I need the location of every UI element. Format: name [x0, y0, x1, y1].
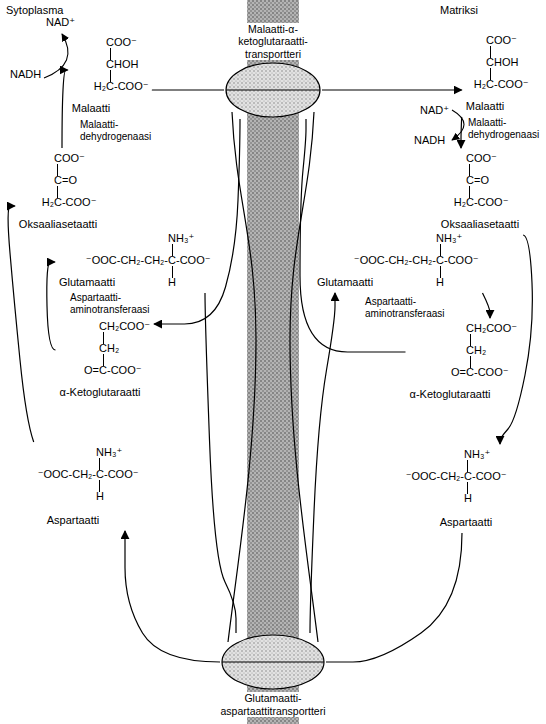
compartment-label: Matriksi [440, 4, 478, 17]
transporter-outline [290, 112, 318, 642]
formula-line: H₂C-COO⁻ [454, 196, 509, 209]
molecule-name: Oksaaliasetaatti [441, 218, 519, 231]
formula-line: CHOH [486, 56, 518, 69]
molecule: NH₃⁺ ⁻OOC-CH₂-C-COO⁻ H Aspartaatti [35, 443, 142, 530]
formula-line: O=C-COO⁻ [84, 364, 141, 377]
reaction-arrow [8, 206, 34, 442]
molecule: COO⁻ CHOH H₂C-COO⁻ Malaatti [69, 33, 152, 118]
enzyme-label: Malaatti-dehydrogenaasi [468, 117, 546, 141]
formula-line: O=C-COO⁻ [451, 366, 508, 379]
molecule-name: Glutamaatti [317, 276, 373, 289]
formula-line: CHOH [106, 58, 138, 71]
reaction-arrow [322, 89, 462, 90]
reaction-arrow [483, 293, 491, 318]
cofactor-label: NADH [414, 134, 445, 147]
transporter-ellipse [226, 63, 320, 117]
enzyme-label: Aspartaatti-aminotransferaasi [70, 292, 165, 316]
molecule-name: α-Ketoglutaraatti [60, 386, 141, 399]
molecule: NH₃⁺ ⁻OOC-CH₂-C-COO⁻ H Aspartaatti [403, 445, 510, 532]
formula-line: H₂C-COO⁻ [474, 78, 529, 91]
formula-line: NH₃⁺ [436, 232, 462, 245]
molecule-name: Aspartaatti [47, 514, 100, 527]
transporter-name: Malaatti-α-ketoglutaraatti-transportteri [225, 23, 321, 61]
reaction-arrow [326, 533, 462, 662]
cofactor-label: NAD⁺ [420, 104, 449, 117]
molecule: CH₂COO⁻ CH₂ O=C-COO⁻ α-Ketoglutaraatti [57, 317, 154, 402]
cofactor-label: NADH [10, 68, 41, 81]
enzyme-label: Malaatti-dehydrogenaasi [80, 119, 160, 143]
formula-line: ⁻OOC-CH₂-C-COO⁻ [406, 470, 507, 483]
formula-line: ⁻OOC-CH₂-CH₂-C-COO⁻ [354, 254, 479, 267]
formula-line: H [96, 490, 104, 503]
molecule-name: Aspartaatti [440, 516, 493, 529]
reaction-arrow [205, 293, 236, 633]
formula-line: CH₂ [99, 342, 119, 355]
transporter-ellipse [221, 634, 325, 690]
cofactor-label: NAD⁺ [46, 16, 75, 29]
formula-line: C=O [466, 174, 489, 187]
cofactor-arrow [452, 110, 464, 140]
formula-line: CH₂COO⁻ [99, 320, 150, 333]
formula-line: NH₃⁺ [464, 448, 490, 461]
transporter-name: Glutamaatti-aspartaattitransportteri [220, 692, 325, 717]
transporter-outline [228, 112, 256, 642]
formula-line: CH₂COO⁻ [466, 322, 517, 335]
formula-line: H₂C-COO⁻ [94, 80, 149, 93]
molecule-name: Malaatti [466, 100, 505, 113]
enzyme-label: Aspartaatti-aminotransferaasi [365, 296, 460, 320]
reaction-arrow [47, 262, 56, 350]
molecule: CH₂COO⁻ CH₂ O=C-COO⁻ α-Ketoglutaraatti [407, 319, 521, 404]
formula-line: ⁻OOC-CH₂-CH₂-C-COO⁻ [86, 254, 211, 267]
molecule-name: α-Ketoglutaraatti [410, 388, 491, 401]
molecule: NH₃⁺ ⁻OOC-CH₂-CH₂-C-COO⁻ H Glutamaatti [314, 229, 482, 292]
transporter-ellipse [225, 62, 321, 118]
molecule: COO⁻ C=O H₂C-COO⁻ Oksaaliasetaatti [438, 149, 522, 234]
formula-line: CH₂ [466, 344, 486, 357]
reaction-arrow [125, 531, 220, 662]
transporter: Malaatti-α-ketoglutaraatti-transportteri [225, 62, 321, 118]
molecule-name: Oksaaliasetaatti [19, 218, 97, 231]
formula-line: H [168, 276, 176, 289]
transport-path [226, 89, 320, 90]
formula-line: H [436, 276, 444, 289]
transport-path [222, 661, 324, 662]
formula-line: C=O [54, 174, 77, 187]
formula-line: COO⁻ [486, 34, 517, 47]
formula-line: COO⁻ [466, 152, 497, 165]
cofactor-arrow [44, 34, 68, 78]
formula-line: H₂C-COO⁻ [42, 196, 97, 209]
molecule: COO⁻ CHOH H₂C-COO⁻ Malaatti [463, 31, 532, 116]
formula-line: COO⁻ [54, 152, 85, 165]
formula-line: H [464, 492, 472, 505]
reaction-arrow [500, 235, 532, 444]
formula-line: COO⁻ [106, 36, 137, 49]
molecule-name: Malaatti [72, 102, 111, 115]
reaction-arrow [154, 119, 240, 324]
formula-line: NH₃⁺ [168, 232, 194, 245]
reaction-arrow [460, 117, 462, 148]
formula-line: NH₃⁺ [96, 446, 122, 459]
transporter: Glutamaatti-aspartaattitransportteri [221, 634, 325, 690]
molecule: NH₃⁺ ⁻OOC-CH₂-CH₂-C-COO⁻ H Glutamaatti [56, 229, 214, 292]
reaction-arrow [152, 89, 224, 90]
molecule: COO⁻ C=O H₂C-COO⁻ Oksaaliasetaatti [16, 149, 100, 234]
formula-line: ⁻OOC-CH₂-C-COO⁻ [38, 468, 139, 481]
reaction-arrow [62, 70, 68, 148]
transporter-ellipse [222, 635, 324, 689]
molecule-name: Glutamaatti [59, 276, 115, 289]
